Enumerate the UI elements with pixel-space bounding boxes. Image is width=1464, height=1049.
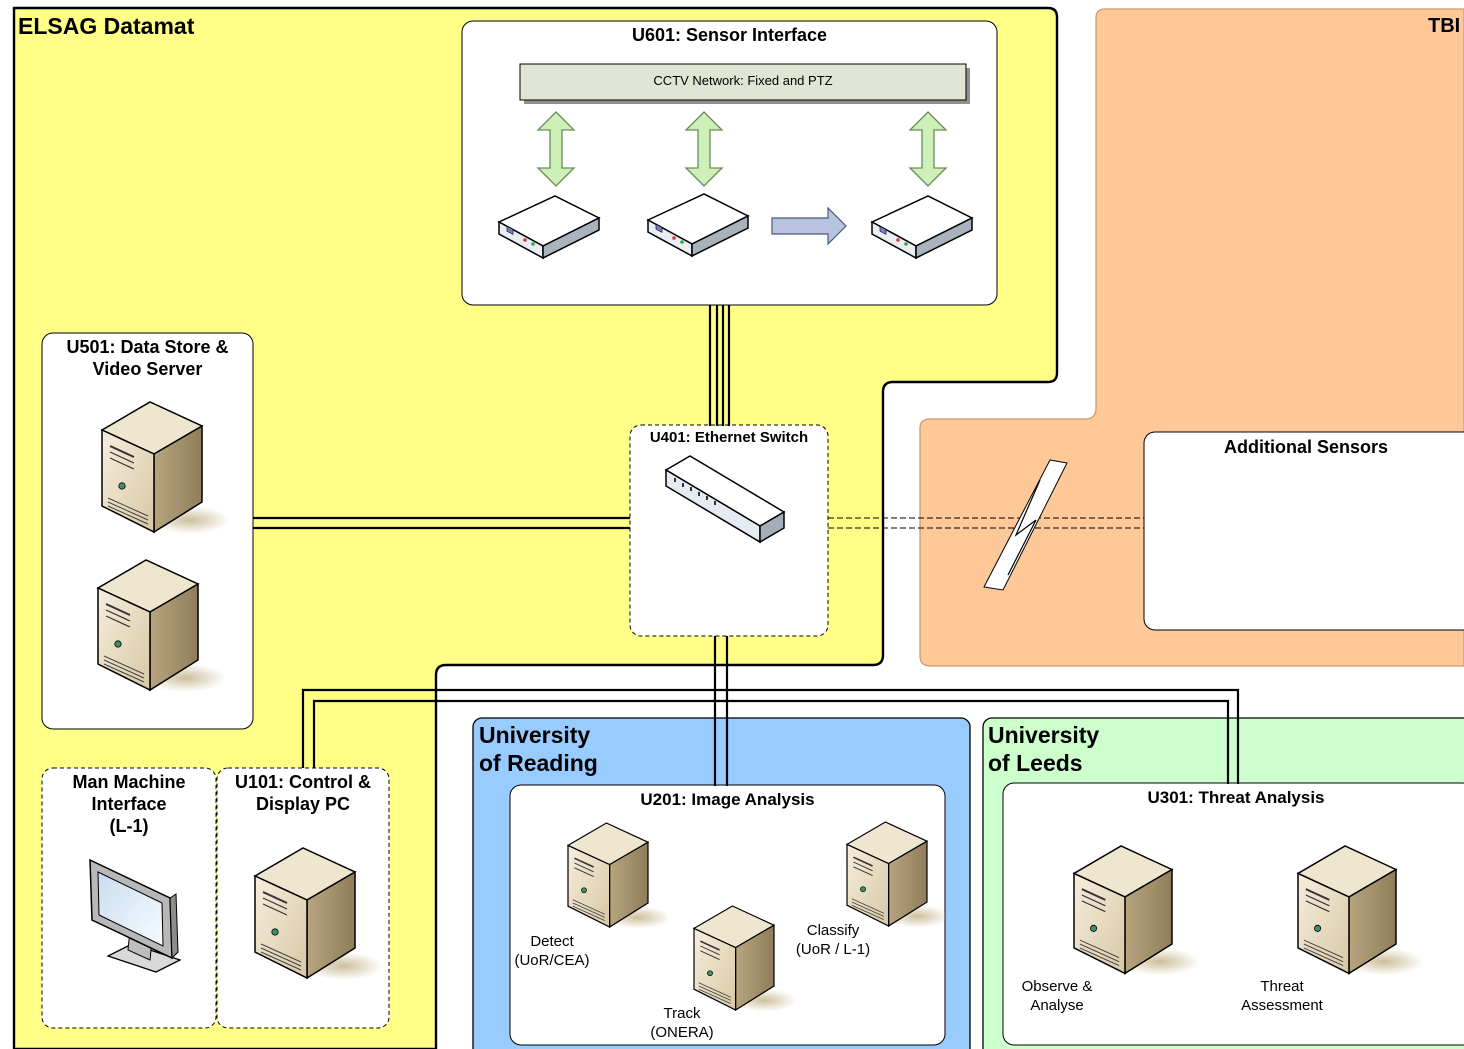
observe-label-line2: Analyse — [1030, 997, 1084, 1014]
u301-title: U301: Threat Analysis — [1147, 788, 1325, 807]
u401-title: U401: Ethernet Switch — [649, 429, 809, 446]
ethernet-switch-icon — [664, 455, 786, 544]
mmi-title-line1: Man Machine — [72, 772, 186, 792]
threat-label-line1: Threat — [1260, 978, 1304, 995]
u601-title: U601: Sensor Interface — [631, 25, 828, 45]
cctv-network-label: CCTV Network: Fixed and PTZ — [653, 73, 833, 88]
u401-box — [629, 424, 829, 637]
classify-label-line2: (UoR / L-1) — [795, 941, 871, 958]
monitor-icon — [89, 858, 182, 973]
observe-label-line1: Observe & — [1021, 978, 1093, 995]
u101-title-line1: U101: Control & — [234, 772, 371, 792]
reading-region-title-line1: University — [479, 722, 591, 748]
track-label-line1: Track — [663, 1005, 701, 1022]
u501-title-line1: U501: Data Store & — [66, 337, 229, 357]
threat-label-line2: Assessment — [1241, 997, 1323, 1014]
right-arrow — [771, 206, 847, 246]
tbi-region-title: TBI — [1428, 15, 1461, 37]
track-label-line2: (ONERA) — [650, 1024, 714, 1041]
detect-label-line1: Detect — [530, 933, 574, 950]
mmi-title-line2: Interface — [91, 794, 167, 814]
classify-label-line1: Classify — [806, 922, 860, 939]
u201-title: U201: Image Analysis — [640, 790, 815, 809]
leeds-region-title-line2: of Leeds — [988, 750, 1083, 776]
wireless-link — [828, 517, 1144, 529]
additional-sensors-box — [1143, 431, 1464, 631]
mmi-title-line3: (L-1) — [109, 816, 149, 836]
u501-title-line2: Video Server — [92, 359, 203, 379]
u101-title-line2: Display PC — [255, 794, 351, 814]
additional-sensors-title: Additional Sensors — [1223, 437, 1389, 457]
connection-lines — [253, 305, 1240, 786]
detect-label-line2: (UoR/CEA) — [514, 952, 590, 969]
wireless-symbol — [983, 459, 1068, 591]
elsag-region-title: ELSAG Datamat — [18, 13, 195, 39]
reading-region-title-line2: of Reading — [479, 750, 598, 776]
leeds-region-title-line1: University — [988, 722, 1100, 748]
